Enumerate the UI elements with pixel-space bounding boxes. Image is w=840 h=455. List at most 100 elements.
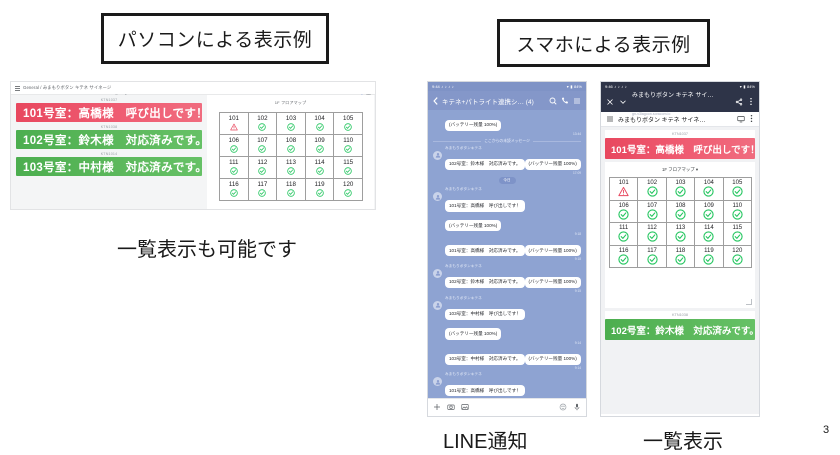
room-cell-110[interactable]: 110 [334, 135, 363, 157]
message-bubble[interactable]: 103号室：中村様 対応済みです。 [445, 353, 525, 365]
room-cell-118[interactable]: 118 [666, 245, 696, 268]
avatar[interactable] [433, 150, 442, 160]
resize-handle-icon[interactable] [746, 299, 752, 305]
chart-icon[interactable] [358, 86, 363, 98]
room-cell-101[interactable]: 101 [610, 178, 639, 201]
close-icon[interactable] [606, 93, 614, 111]
room-cell-108[interactable]: 108 [277, 135, 306, 157]
room-cell-102[interactable]: 102 [248, 113, 278, 135]
phone-icon[interactable] [561, 92, 569, 110]
chevron-down-icon[interactable] [619, 93, 627, 111]
message-bubble[interactable]: 101号室：高橋様 呼び出しです！ [445, 200, 525, 212]
overflow-menu-icon[interactable] [749, 110, 754, 128]
hamburger-icon[interactable] [606, 110, 614, 128]
overflow-menu-icon[interactable] [748, 93, 754, 111]
avatar[interactable] [433, 268, 442, 278]
room-number: 114 [314, 158, 325, 166]
message-bubble[interactable]: (バッテリー残量 100%) [445, 328, 502, 340]
room-cell-117[interactable]: 117 [248, 179, 278, 201]
room-cell-116[interactable]: 116 [220, 179, 249, 201]
plus-icon[interactable] [433, 403, 441, 411]
camera-icon[interactable] [447, 403, 455, 411]
room-cell-111[interactable]: 111 [610, 223, 639, 246]
share-icon[interactable] [735, 93, 743, 111]
room-cell-106[interactable]: 106 [220, 135, 249, 157]
message-bubble[interactable]: (バッテリー残量 100%) [524, 158, 581, 170]
room-number: 113 [675, 225, 686, 232]
sender-name: みまもりボタンキテネ [445, 145, 482, 150]
message-bubble[interactable]: (バッテリー残量 100%) [524, 276, 581, 289]
message-bubble[interactable]: (バッテリー残量 100%) [524, 353, 581, 365]
room-cell-116[interactable]: 116 [610, 245, 639, 268]
room-cell-105[interactable]: 105 [723, 178, 752, 201]
room-cell-105[interactable]: 105 [334, 113, 363, 135]
device-id-label: KTN1038 [100, 125, 118, 129]
message-bubble[interactable]: 102号室：鈴木様 対応済みです。 [445, 276, 525, 289]
room-cell-115[interactable]: 115 [723, 223, 752, 246]
list-content-area[interactable]: KTN1037 101号室：高橋様 呼び出しです！ 1F フロアマップ ▾ 10… [601, 127, 759, 414]
message-bubble[interactable]: 101号室：高橋様 対応済みです。 [445, 245, 525, 257]
gallery-icon[interactable] [461, 403, 469, 411]
panel-icon[interactable] [366, 86, 371, 99]
room-cell-104[interactable]: 104 [305, 113, 335, 135]
emoji-icon[interactable] [559, 403, 567, 411]
message-bubble[interactable]: (バッテリー残量 100%) [445, 220, 502, 232]
room-cell-109[interactable]: 109 [695, 200, 724, 223]
room-cell-107[interactable]: 107 [638, 200, 667, 223]
room-cell-109[interactable]: 109 [305, 135, 335, 157]
warning-triangle-icon [230, 123, 238, 131]
message-bubble[interactable]: (バッテリー残量 100%) [445, 119, 502, 131]
room-number: 107 [257, 136, 268, 144]
message-bubble[interactable]: 103号室：中村様 呼び出しです！ [445, 308, 525, 320]
room-cell-103[interactable]: 103 [277, 113, 306, 135]
room-cell-114[interactable]: 114 [695, 223, 724, 246]
title-box-smartphone: スマホによる表示例 [497, 19, 710, 67]
search-icon[interactable] [549, 92, 557, 110]
room-cell-119[interactable]: 119 [695, 245, 724, 268]
message-row: みまもりボタンキテネ 102号室：鈴木様 対応済みです。(バッテリー残量 100%… [433, 146, 581, 175]
room-cell-119[interactable]: 119 [305, 179, 335, 201]
room-cell-103[interactable]: 103 [666, 178, 696, 201]
message-bubble[interactable]: 101号室：高橋様 呼び出しです！ [445, 385, 525, 397]
room-cell-110[interactable]: 110 [723, 200, 752, 223]
room-number: 107 [647, 202, 658, 209]
divider-text: ここからの未読メッセージ [484, 138, 530, 143]
room-cell-104[interactable]: 104 [695, 178, 724, 201]
room-cell-102[interactable]: 102 [638, 178, 667, 201]
gear-icon[interactable] [114, 86, 119, 99]
room-cell-118[interactable]: 118 [277, 179, 306, 201]
room-cell-106[interactable]: 106 [610, 200, 639, 223]
room-cell-120[interactable]: 120 [723, 245, 752, 268]
avatar[interactable] [433, 192, 442, 202]
back-icon[interactable] [433, 92, 438, 110]
avatar[interactable] [433, 300, 442, 310]
message-bubble[interactable]: 102号室：鈴木様 対応済みです。 [445, 158, 525, 170]
check-circle-icon [675, 209, 686, 220]
share-icon[interactable] [122, 86, 127, 99]
room-cell-101[interactable]: 101 [220, 113, 249, 135]
title-pc-label: パソコンによる表示例 [117, 30, 313, 51]
room-cell-113[interactable]: 113 [277, 157, 306, 179]
message-bubble[interactable]: (バッテリー残量 100%) [524, 245, 581, 257]
room-cell-115[interactable]: 115 [334, 157, 363, 179]
divider-line [433, 140, 482, 142]
room-cell-117[interactable]: 117 [638, 245, 667, 268]
room-cell-107[interactable]: 107 [248, 135, 278, 157]
room-cell-120[interactable]: 120 [334, 179, 363, 201]
microphone-icon[interactable] [573, 403, 581, 411]
room-cell-113[interactable]: 113 [666, 223, 696, 246]
room-cell-114[interactable]: 114 [305, 157, 335, 179]
room-cell-108[interactable]: 108 [666, 200, 696, 223]
menu-icon[interactable] [573, 92, 581, 110]
room-cell-112[interactable]: 112 [248, 157, 278, 179]
music-note-icon: ♪ [444, 84, 447, 89]
hamburger-icon[interactable] [15, 85, 20, 91]
app-bar: みまもりボタン キテネ サイネ… [601, 112, 759, 127]
display-icon[interactable] [737, 110, 745, 128]
room-cell-111[interactable]: 111 [220, 157, 249, 179]
avatar[interactable] [433, 377, 442, 387]
room-cell-112[interactable]: 112 [638, 223, 667, 246]
